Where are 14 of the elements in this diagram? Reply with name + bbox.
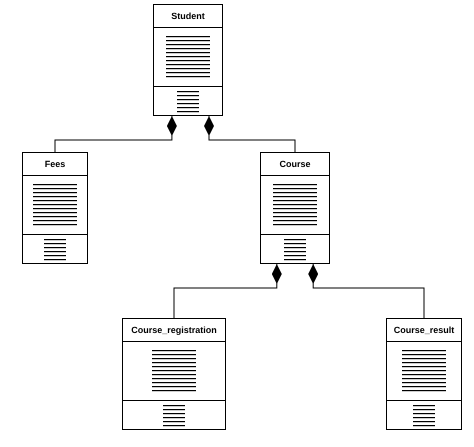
composition-connector — [54, 116, 177, 152]
composition-connector — [174, 264, 282, 318]
class-name: Course_result — [394, 325, 454, 335]
class-name: Course_registration — [131, 325, 217, 335]
class-box — [153, 4, 223, 116]
class-box — [22, 152, 88, 264]
class-box — [386, 318, 462, 430]
composition-connector — [308, 264, 424, 318]
composition-connector — [204, 116, 296, 152]
class-box — [122, 318, 226, 430]
class-name: Fees — [44, 159, 66, 169]
class-name: Student — [171, 11, 205, 21]
class-name: Course — [279, 159, 310, 169]
class-box — [260, 152, 330, 264]
